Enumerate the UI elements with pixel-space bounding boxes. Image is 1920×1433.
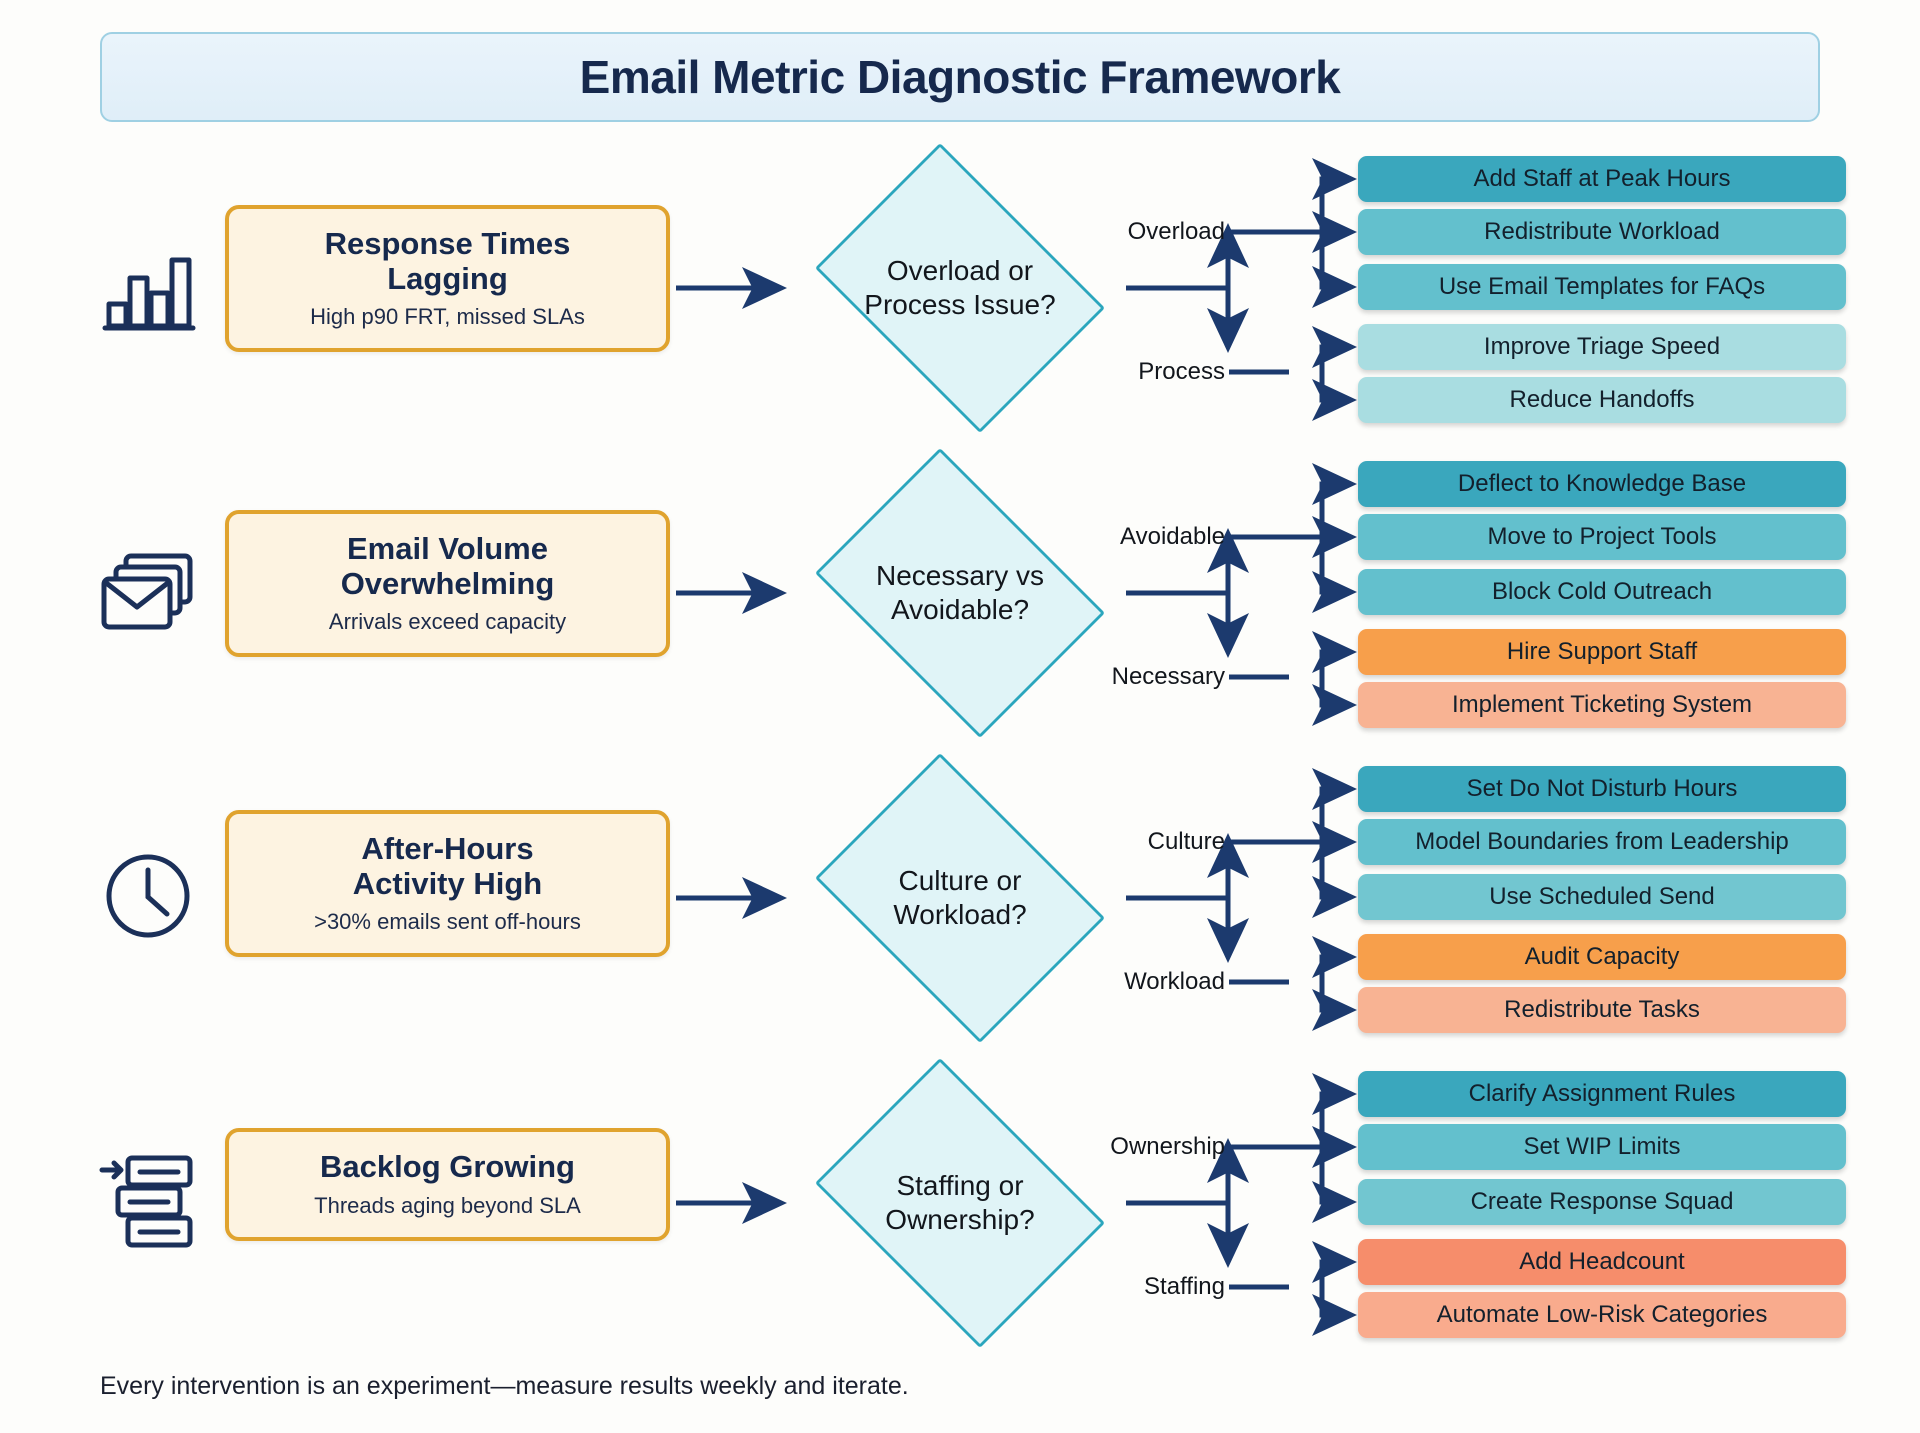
decision-diamond-3[interactable]: Culture or Workload? [795,753,1125,1043]
footer-note: Every intervention is an experiment—meas… [100,1372,909,1400]
problem-card-response-times[interactable]: Response Times Lagging High p90 FRT, mis… [225,205,670,353]
decision-diamond-1[interactable]: Overload or Process Issue? [795,143,1125,433]
action-chip[interactable]: Implement Ticketing System [1358,682,1846,728]
action-chip[interactable]: Add Staff at Peak Hours [1358,156,1846,202]
action-chip[interactable]: Block Cold Outreach [1358,569,1846,615]
clock-icon [98,846,198,946]
action-chip[interactable]: Reduce Handoffs [1358,377,1846,423]
problem-title: After-Hours Activity High [352,831,543,901]
action-chip[interactable]: Redistribute Tasks [1358,987,1846,1033]
action-chip[interactable]: Use Scheduled Send [1358,874,1846,920]
action-chip[interactable]: Audit Capacity [1358,934,1846,980]
action-chip[interactable]: Model Boundaries from Leadership [1358,819,1846,865]
decision-diamond-2[interactable]: Necessary vs Avoidable? [795,448,1125,738]
branch-label-ownership: Ownership [1110,1133,1225,1160]
action-chip[interactable]: Add Headcount [1358,1239,1846,1285]
action-chip[interactable]: Hire Support Staff [1358,629,1846,675]
decision-label: Staffing or Ownership? [885,1169,1035,1235]
action-chip[interactable]: Set WIP Limits [1358,1124,1846,1170]
action-chip[interactable]: Use Email Templates for FAQs [1358,264,1846,310]
problem-card-after-hours[interactable]: After-Hours Activity High >30% emails se… [225,810,670,958]
action-chip[interactable]: Create Response Squad [1358,1179,1846,1225]
problem-subtitle: Threads aging beyond SLA [314,1192,581,1218]
title-banner: Email Metric Diagnostic Framework [100,32,1820,122]
decision-label: Necessary vs Avoidable? [875,559,1045,625]
decision-label: Overload or Process Issue? [864,254,1056,320]
branch-label-overload: Overload [1127,218,1225,245]
decision-diamond-4[interactable]: Staffing or Ownership? [795,1058,1125,1348]
action-chip[interactable]: Improve Triage Speed [1358,324,1846,370]
branch-label-workload: Workload [1124,968,1225,995]
decision-label: Culture or Workload? [893,864,1027,930]
problem-subtitle: >30% emails sent off-hours [314,909,581,935]
branch-label-necessary: Necessary [1111,663,1225,690]
problem-subtitle: High p90 FRT, missed SLAs [310,304,585,330]
problem-title: Response Times Lagging [324,226,571,296]
problem-title: Email Volume Overwhelming [340,531,555,601]
branch-label-culture: Culture [1147,828,1225,855]
action-chip[interactable]: Set Do Not Disturb Hours [1358,766,1846,812]
backlog-icon [98,1150,198,1250]
branch-label-avoidable: Avoidable [1120,523,1225,550]
page-title: Email Metric Diagnostic Framework [579,51,1341,103]
problem-subtitle: Arrivals exceed capacity [328,609,567,635]
action-chip[interactable]: Automate Low-Risk Categories [1358,1292,1846,1338]
problem-title: Backlog Growing [320,1149,575,1184]
action-chip[interactable]: Clarify Assignment Rules [1358,1071,1846,1117]
problem-card-backlog[interactable]: Backlog Growing Threads aging beyond SLA [225,1128,670,1241]
problem-card-email-volume[interactable]: Email Volume Overwhelming Arrivals excee… [225,510,670,658]
email-stack-icon [98,545,198,645]
branch-label-process: Process [1138,358,1225,385]
action-chip[interactable]: Move to Project Tools [1358,514,1846,560]
action-chip[interactable]: Redistribute Workload [1358,209,1846,255]
action-chip[interactable]: Deflect to Knowledge Base [1358,461,1846,507]
branch-label-staffing: Staffing [1144,1273,1225,1300]
bar-chart-icon [98,238,198,338]
